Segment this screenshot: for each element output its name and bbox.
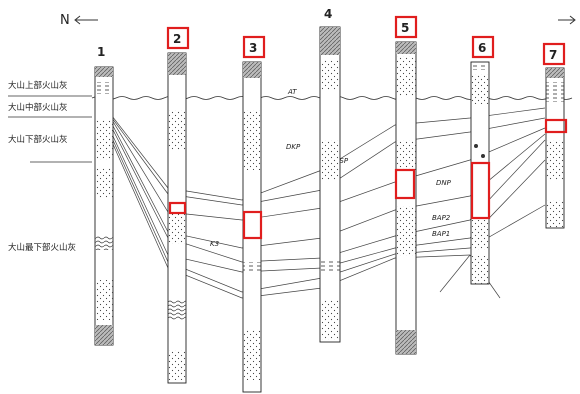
layer-label-lowest: 大山最下部火山灰 bbox=[8, 242, 76, 253]
column-number-1: 1 bbox=[97, 45, 105, 59]
unit-label-dnp: DNP bbox=[436, 179, 452, 187]
layer-label-middle: 大山中部火山灰 bbox=[8, 102, 68, 113]
column-number-6: 6 bbox=[478, 41, 486, 55]
column-7-highlight-box bbox=[544, 118, 568, 134]
column-3-highlight-box bbox=[242, 210, 263, 240]
north-label: N bbox=[60, 13, 70, 28]
column-number-5: 5 bbox=[401, 21, 409, 35]
layer-label-upper: 大山上部火山灰 bbox=[8, 80, 68, 91]
column-number-4: 4 bbox=[324, 7, 332, 21]
column-number-2: 2 bbox=[173, 32, 181, 46]
unit-labels: AT DKP DSP DNP BAP2 BAP1 K3 bbox=[210, 88, 452, 248]
column-number-box-2 bbox=[166, 26, 190, 50]
unit-label-dkp: DKP bbox=[286, 143, 301, 151]
layer-label-lower: 大山下部火山灰 bbox=[8, 134, 68, 145]
column-number-3: 3 bbox=[249, 41, 257, 55]
layer-labels: 大山上部火山灰 大山中部火山灰 大山下部火山灰 大山最下部火山灰 bbox=[8, 80, 92, 253]
column-6: 6 bbox=[470, 35, 495, 285]
column-2-highlight-box bbox=[168, 201, 187, 215]
column-number-box-3 bbox=[242, 35, 266, 59]
column-5: 5 bbox=[394, 15, 418, 355]
south-arrow bbox=[558, 15, 576, 25]
column-2: 2 bbox=[166, 26, 190, 384]
north-arrow: N bbox=[60, 13, 98, 28]
column-number-box-6 bbox=[471, 35, 495, 59]
column-number-box-5 bbox=[394, 15, 418, 39]
column-number-box-7 bbox=[542, 42, 566, 66]
unit-label-bap1: BAP1 bbox=[432, 230, 450, 238]
column-3: 3 bbox=[242, 35, 266, 393]
unit-label-k3: K3 bbox=[210, 240, 219, 248]
column-6-highlight-box bbox=[470, 161, 491, 220]
column-7: 7 bbox=[542, 42, 568, 229]
column-1: 1 bbox=[94, 45, 114, 346]
unit-label-bap2: BAP2 bbox=[432, 214, 451, 222]
column-4: 4 bbox=[319, 7, 341, 343]
column-5-highlight-box bbox=[394, 168, 416, 200]
unit-label-at: AT bbox=[287, 88, 297, 96]
unit-label-dsp: DSP bbox=[334, 157, 349, 165]
column-number-7: 7 bbox=[549, 48, 557, 62]
